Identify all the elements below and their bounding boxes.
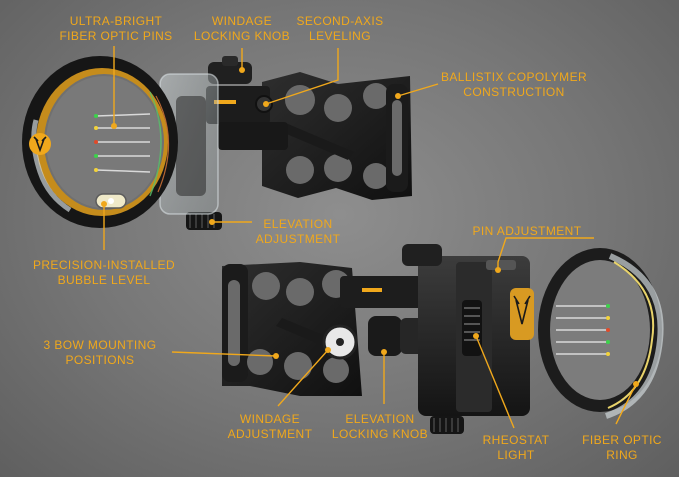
- label-ultra-bright-fiber-optic-pins: ULTRA-BRIGHT FIBER OPTIC PINS: [59, 14, 173, 43]
- top-sight: [22, 56, 412, 230]
- stag-head-icon: [510, 288, 534, 340]
- label-3-bow-mounting-positions: 3 BOW MOUNTING POSITIONS: [43, 338, 157, 367]
- leader-lines: [101, 46, 639, 429]
- label-fiber-optic-ring: FIBER OPTIC RING: [582, 433, 662, 462]
- label-windage-adjustment: WINDAGE ADJUSTMENT: [227, 412, 313, 441]
- bottom-fiber-pins: [556, 304, 610, 356]
- label-windage-locking-knob: WINDAGE LOCKING KNOB: [193, 14, 291, 43]
- label-precision-installed-bubble-level: PRECISION-INSTALLED BUBBLE LEVEL: [32, 258, 176, 287]
- label-rheostat-light: RHEOSTAT LIGHT: [482, 433, 550, 462]
- label-second-axis-leveling: SECOND-AXIS LEVELING: [296, 14, 384, 43]
- bottom-sight: [222, 244, 664, 434]
- top-fiber-pins: [94, 113, 151, 173]
- label-elevation-adjustment-top: ELEVATION ADJUSTMENT: [255, 217, 341, 246]
- label-pin-adjustment: PIN ADJUSTMENT: [472, 224, 582, 238]
- label-elevation-locking-knob: ELEVATION LOCKING KNOB: [331, 412, 429, 441]
- top-mounting-bracket: [262, 72, 412, 200]
- label-ballistix-copolymer-construction: BALLISTIX COPOLYMER CONSTRUCTION: [440, 70, 588, 99]
- bottom-mounting-bracket: [222, 262, 362, 396]
